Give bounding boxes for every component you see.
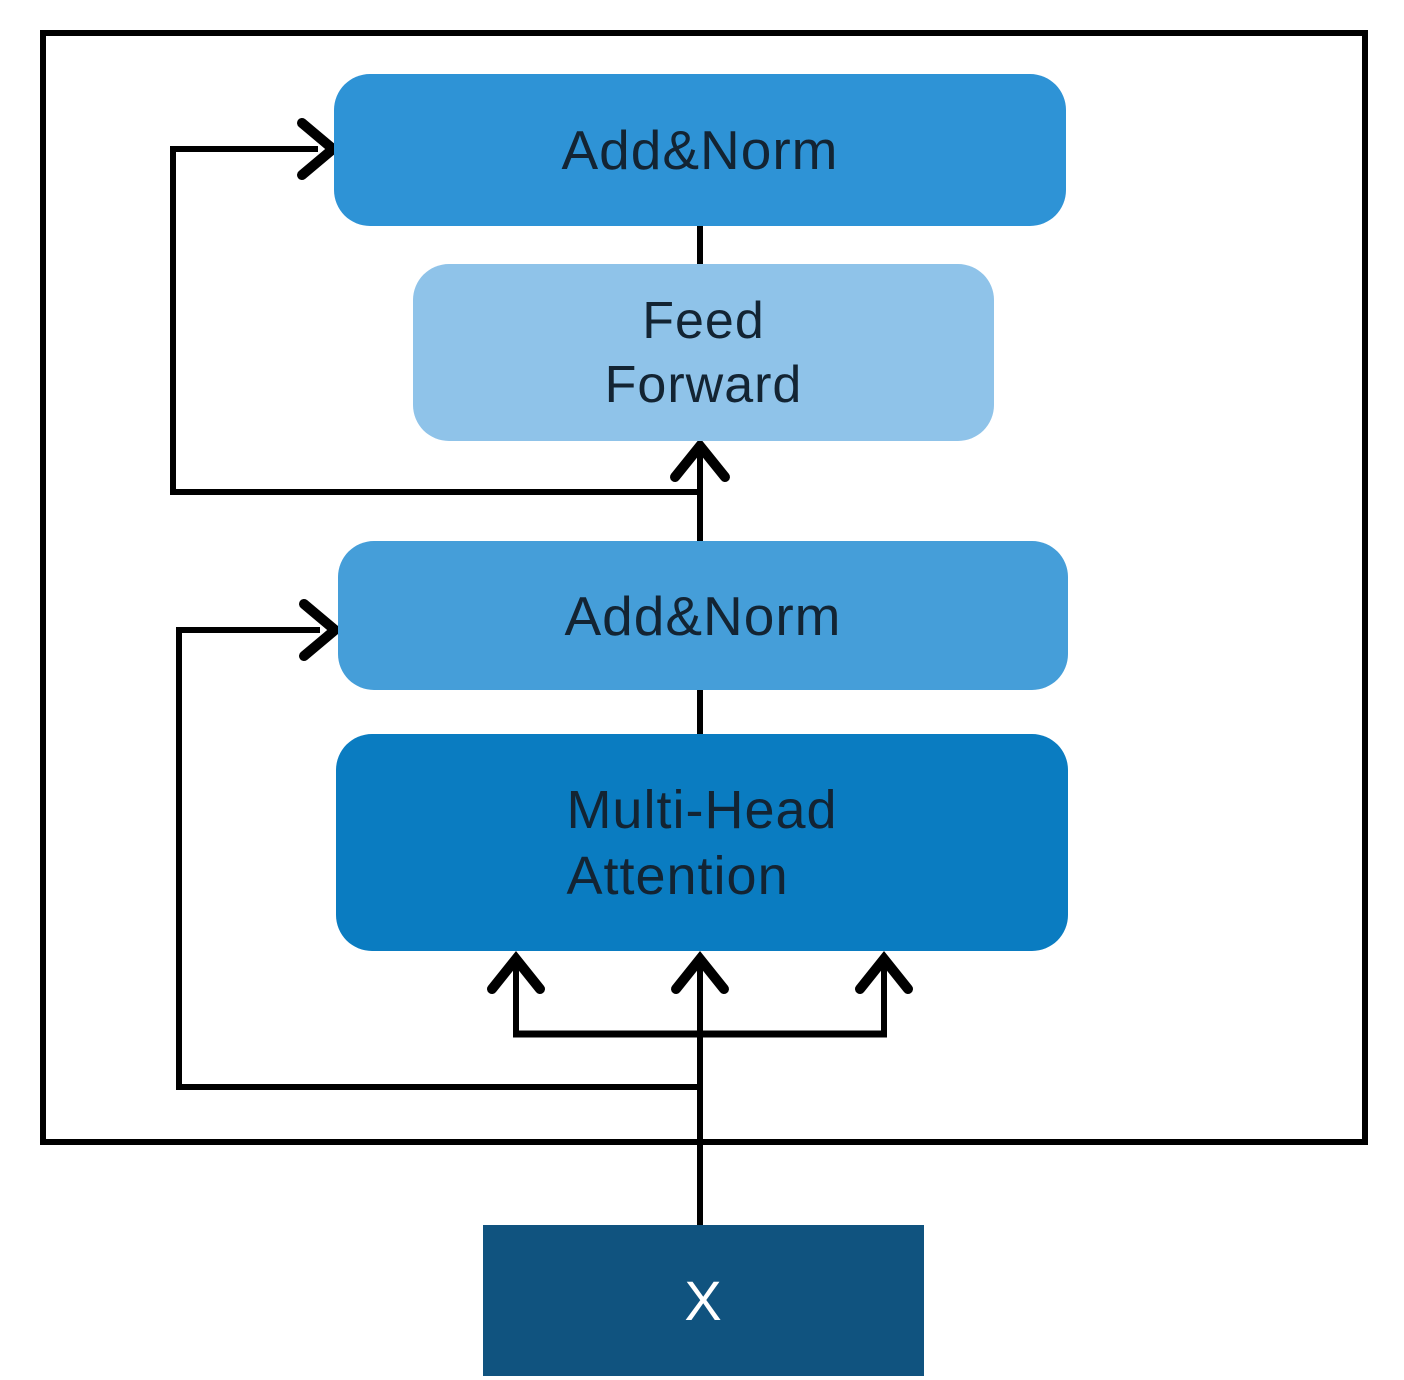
node-add-norm-top: Add&Norm: [334, 74, 1066, 226]
node-feed-forward: Feed Forward: [413, 264, 994, 441]
mha-line-2: Attention: [566, 845, 789, 906]
feed-forward-line-2: Forward: [604, 355, 803, 414]
node-multi-head-attention-label: Multi-Head Attention: [566, 777, 837, 909]
node-add-norm-top-label: Add&Norm: [561, 119, 839, 181]
node-input-x-label: X: [684, 1269, 723, 1332]
node-multi-head-attention: Multi-Head Attention: [336, 734, 1068, 951]
mha-line-1: Multi-Head: [566, 779, 838, 840]
encoder-block-outline: [40, 30, 1368, 1145]
node-add-norm-mid-label: Add&Norm: [564, 584, 842, 647]
node-input-x: X: [483, 1225, 924, 1376]
node-add-norm-mid: Add&Norm: [338, 541, 1068, 690]
feed-forward-line-1: Feed: [642, 291, 765, 350]
node-feed-forward-label: Feed Forward: [605, 289, 803, 417]
